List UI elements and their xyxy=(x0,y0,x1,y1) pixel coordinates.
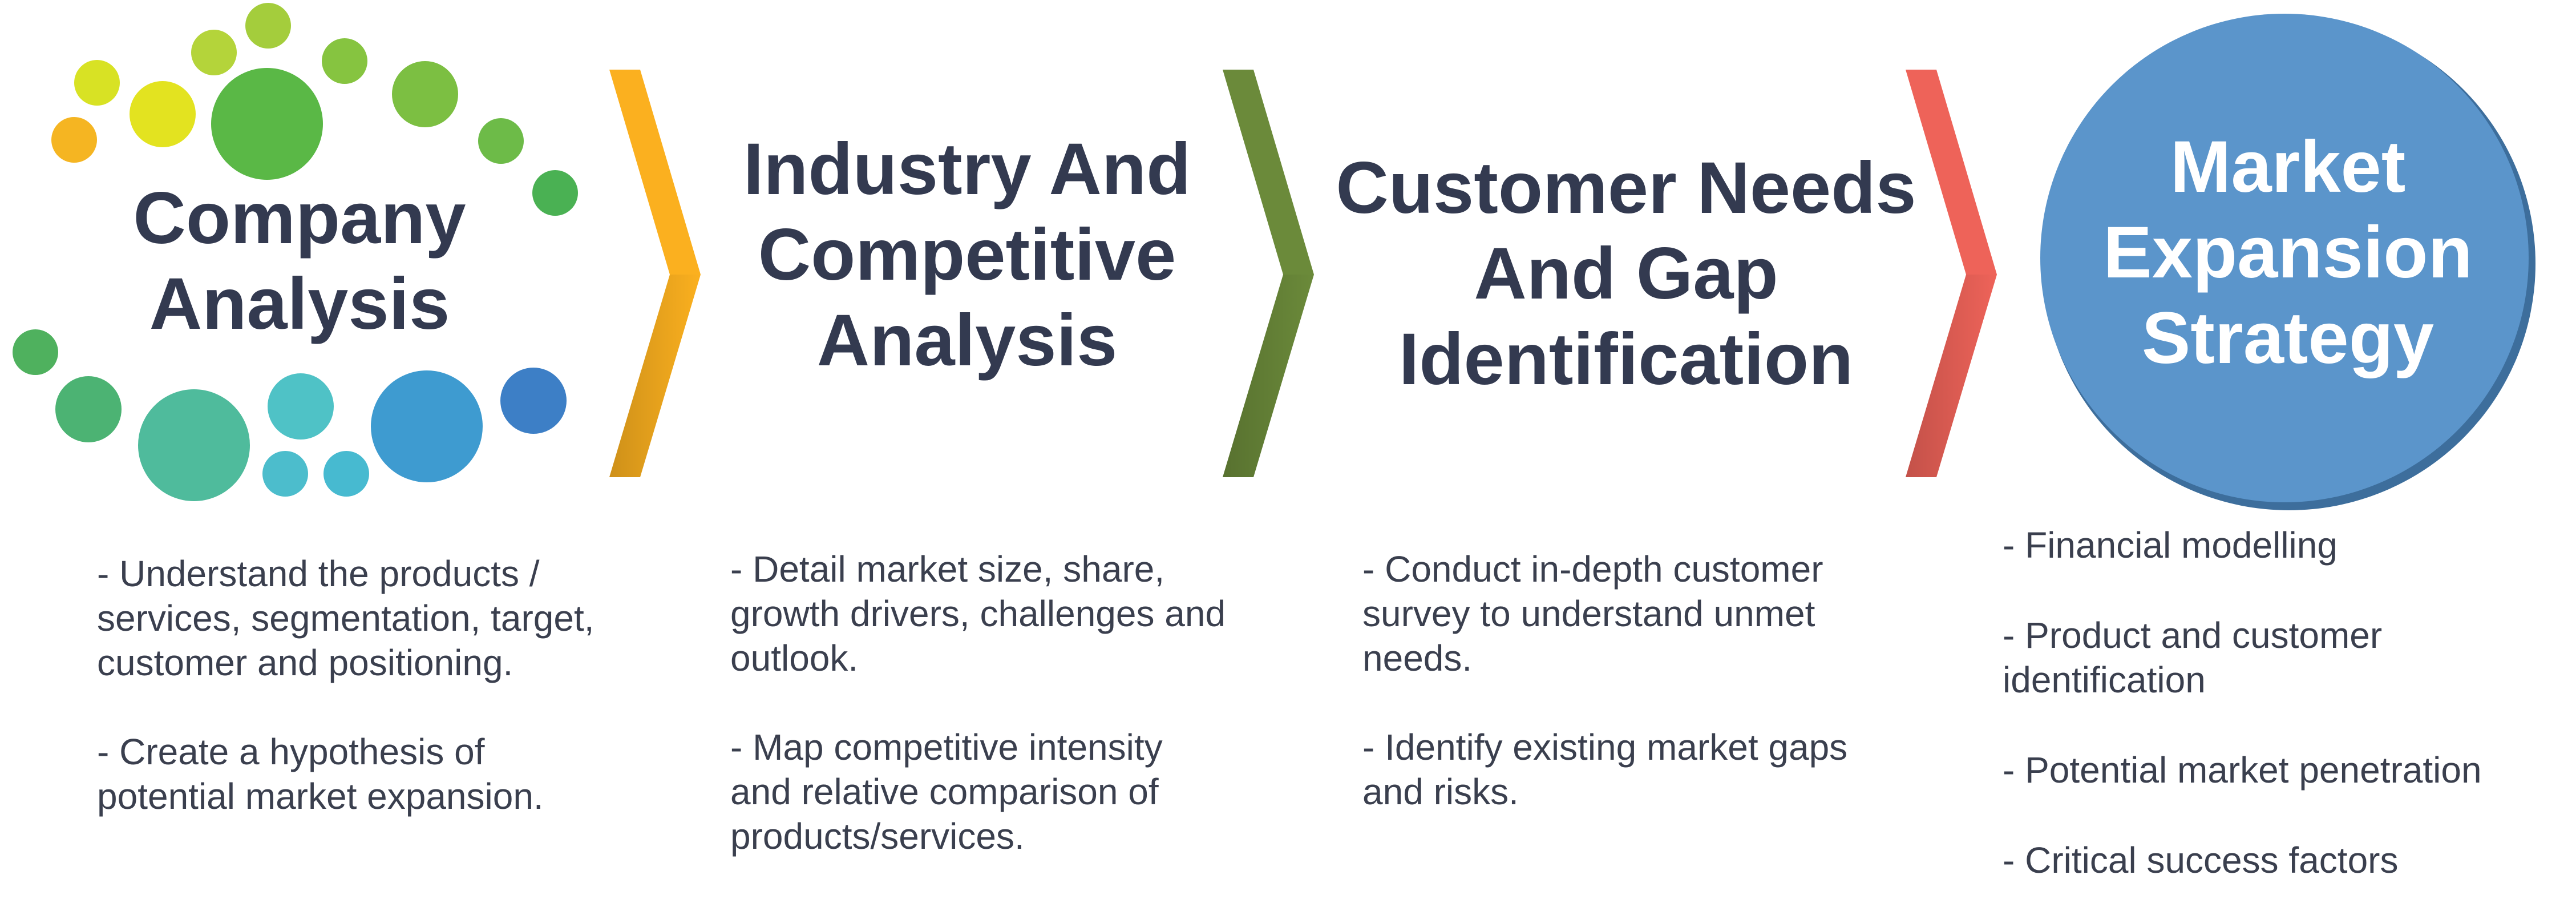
bubble xyxy=(478,118,524,164)
bubble xyxy=(322,38,367,84)
step-title-industry-analysis: Industry And Competitive Analysis xyxy=(707,127,1227,384)
bubble xyxy=(211,68,323,180)
bullet-line: potential market expansion. xyxy=(97,776,544,817)
title-line: Industry And xyxy=(743,128,1191,210)
bullet-line: - Identify existing market gaps xyxy=(1362,727,1848,768)
bubble xyxy=(74,60,120,106)
bullet-line: - Understand the products / xyxy=(97,553,540,594)
bullet-line: survey to understand unmet xyxy=(1362,593,1815,634)
step-title-customer-needs: Customer Needs And Gap Identification xyxy=(1329,146,1923,402)
bubble xyxy=(130,81,196,147)
bubble xyxy=(392,61,458,127)
title-line: Identification xyxy=(1398,319,1854,400)
bubble xyxy=(13,329,58,375)
title-line: Competitive xyxy=(758,214,1176,296)
bubble xyxy=(191,30,237,75)
bullet-point: - Understand the products / services, se… xyxy=(97,551,610,685)
bubble xyxy=(245,3,291,49)
bubble xyxy=(323,451,369,497)
title-line: Expansion xyxy=(2103,212,2473,293)
title-line: Strategy xyxy=(2141,297,2435,379)
bullet-line: customer and positioning. xyxy=(97,642,513,683)
bullet-line: - Product and customer xyxy=(2003,615,2383,656)
title-line: Analysis xyxy=(816,300,1118,381)
title-line: Company xyxy=(133,178,466,259)
process-diagram: Company Analysis Industry And Competitiv… xyxy=(13,3,2567,882)
chevron-arrow-3 xyxy=(1906,70,1997,477)
diagram-graphics xyxy=(13,3,2535,510)
step-1-description: - Understand the products / services, se… xyxy=(97,551,610,863)
bullet-line: - Detail market size, share, xyxy=(730,549,1165,590)
bullet-point: - Identify existing market gaps and risk… xyxy=(1362,725,1922,814)
bullet-line: and risks. xyxy=(1362,771,1519,812)
chevron-arrow-2 xyxy=(1223,70,1314,477)
bullet-point: - Conduct in-depth customer survey to un… xyxy=(1362,547,1922,680)
bullet-line: - Critical success factors xyxy=(2003,840,2399,881)
bullet-line: and relative comparison of xyxy=(730,771,1159,812)
bubble xyxy=(55,376,122,442)
bullet-line: - Financial modelling xyxy=(2003,525,2338,566)
title-line: Analysis xyxy=(149,263,450,345)
bubble xyxy=(51,117,97,163)
bubble xyxy=(268,373,334,440)
bullet-line: - Potential market penetration xyxy=(2003,749,2482,791)
bullet-point: - Product and customer identification xyxy=(2003,613,2567,702)
chevron-arrow-1 xyxy=(609,70,701,477)
title-line: And Gap xyxy=(1474,233,1778,315)
step-4-description: - Financial modelling - Product and cust… xyxy=(2003,523,2567,882)
bullet-line: identification xyxy=(2003,659,2206,700)
bullet-line: - Create a hypothesis of xyxy=(97,731,485,772)
bullet-line: outlook. xyxy=(730,638,859,679)
bullet-line: products/services. xyxy=(730,816,1025,857)
bullet-point: - Critical success factors xyxy=(2003,838,2567,882)
bullet-point: - Potential market penetration xyxy=(2003,748,2567,792)
bubble xyxy=(371,370,483,482)
step-title-market-expansion: Market Expansion Strategy xyxy=(2077,124,2499,381)
title-line: Customer Needs xyxy=(1336,147,1916,229)
bullet-point: - Create a hypothesis of potential marke… xyxy=(97,729,610,819)
bullet-line: needs. xyxy=(1362,638,1473,679)
title-line: Market xyxy=(2170,126,2406,208)
bubble xyxy=(138,389,250,501)
bubble xyxy=(500,368,567,434)
bubble xyxy=(262,451,308,497)
bullet-point: - Financial modelling xyxy=(2003,523,2567,567)
bullet-line: growth drivers, challenges and xyxy=(730,593,1226,634)
step-title-company-analysis: Company Analysis xyxy=(91,176,508,347)
bullet-point: - Map competitive intensity and relative… xyxy=(730,725,1278,858)
bullet-line: - Conduct in-depth customer xyxy=(1362,549,1823,590)
step-3-description: - Conduct in-depth customer survey to un… xyxy=(1362,547,1922,858)
strategy-circle xyxy=(2040,14,2535,510)
bubble xyxy=(532,170,578,216)
bullet-line: - Map competitive intensity xyxy=(730,727,1163,768)
step-2-description: - Detail market size, share, growth driv… xyxy=(730,547,1278,903)
bullet-line: services, segmentation, target, xyxy=(97,598,595,639)
bubble-cluster xyxy=(13,3,578,501)
bullet-point: - Detail market size, share, growth driv… xyxy=(730,547,1278,680)
